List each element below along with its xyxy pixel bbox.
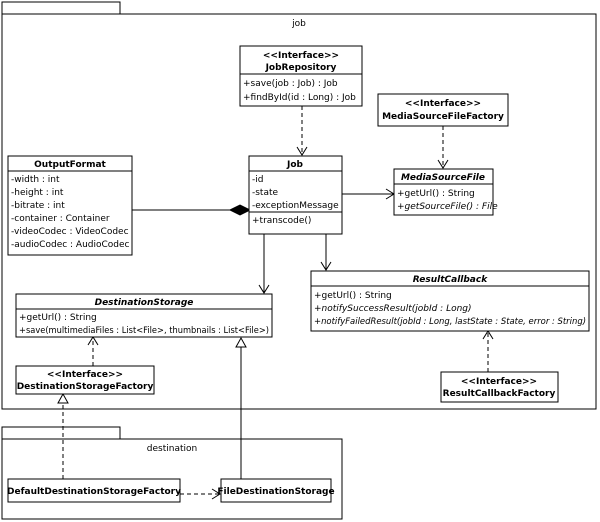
stereotype-label: <<Interface>> (263, 51, 339, 61)
package-destination-tab (1, 426, 121, 440)
stereotype-label: <<Interface>> (405, 99, 481, 109)
class-defaultdestinationstoragefactory-frame (7, 478, 181, 503)
class-mediasourcefilefactory-frame (377, 93, 509, 127)
method: +notifyFailedResult(jobId : Long, lastSt… (314, 317, 586, 327)
class-name: JobRepository (265, 63, 337, 73)
class-name: DestinationStorageFactory (17, 382, 154, 392)
class-name: ResultCallback (413, 275, 488, 285)
method: +findById(id : Long) : Job (243, 93, 356, 103)
class-defaultdestinationstoragefactory: DefaultDestinationStorageFactory (7, 478, 181, 503)
class-destinationstorage-frame (15, 293, 273, 338)
class-job-frame (248, 155, 343, 235)
class-mediasourcefilefactory: <<Interface>> MediaSourceFileFactory (377, 93, 509, 127)
class-destinationstorage: DestinationStorage +getUrl() : String +s… (15, 293, 273, 338)
stereotype-label: <<Interface>> (461, 377, 537, 387)
method: +getUrl() : String (314, 291, 392, 301)
stereotype-label: <<Interface>> (47, 370, 123, 380)
method: +transcode() (252, 216, 311, 226)
class-filedestinationstorage-frame (220, 478, 332, 503)
class-name: MediaSourceFile (401, 173, 485, 183)
class-filedestinationstorage: FileDestinationStorage (217, 478, 335, 503)
realization-triangle-destinationstorage (235, 336, 247, 348)
arrowhead-mediasourcefile-top (437, 159, 449, 169)
package-job-label: job (291, 19, 306, 29)
attribute: -height : int (11, 188, 64, 198)
arrowhead-destinationstorage-top (258, 284, 270, 294)
method: +save(multimediaFiles : List<File>, thum… (19, 326, 269, 336)
class-outputformat: OutputFormat -width : int -height : int … (7, 155, 133, 256)
attribute: -container : Container (11, 214, 110, 224)
realization-triangle-factory (57, 392, 69, 404)
class-jobrepository-frame (239, 45, 363, 107)
arrowhead-filedestinationstorage-left (211, 488, 221, 500)
attribute: -bitrate : int (11, 201, 65, 211)
arrowhead-job-top (296, 146, 308, 156)
attribute: -audioCodec : AudioCodec (11, 240, 130, 250)
class-resultcallbackfactory-frame (440, 371, 559, 403)
class-destinationstoragefactory-frame (15, 365, 155, 395)
attribute: -exceptionMessage (252, 201, 339, 211)
package-destination-label: destination (147, 444, 197, 454)
class-name: FileDestinationStorage (217, 487, 334, 497)
method: +getSourceFile() : File (397, 202, 498, 212)
class-name: DefaultDestinationStorageFactory (7, 487, 181, 497)
class-jobrepository: <<Interface>> JobRepository +save(job : … (239, 45, 363, 107)
attribute: -videoCodec : VideoCodec (11, 227, 129, 237)
class-job: Job -id -state -exceptionMessage +transc… (248, 155, 343, 235)
class-resultcallback-frame (310, 270, 590, 332)
class-name: MediaSourceFileFactory (382, 112, 504, 122)
class-mediasourcefile-frame (393, 168, 494, 216)
class-name: DestinationStorage (95, 298, 194, 308)
class-destinationstoragefactory: <<Interface>> DestinationStorageFactory (15, 365, 155, 395)
attribute: -state (252, 188, 279, 198)
package-destination: destination (1, 426, 343, 520)
arrowhead-resultcallback-top (320, 261, 332, 271)
class-resultcallbackfactory: <<Interface>> ResultCallbackFactory (440, 371, 559, 403)
class-mediasourcefile: MediaSourceFile +getUrl() : String +getS… (393, 168, 498, 216)
class-resultcallback: ResultCallback +getUrl() : String +notif… (310, 270, 590, 332)
class-name: ResultCallbackFactory (443, 389, 556, 399)
class-outputformat-frame (7, 155, 133, 256)
method: +getUrl() : String (19, 313, 97, 323)
package-job-tab (1, 1, 121, 15)
attribute: -width : int (11, 175, 60, 185)
method: +save(job : Job) : Job (243, 79, 338, 89)
relationships (57, 106, 494, 500)
method: +notifySuccessResult(jobId : Long) (314, 304, 472, 314)
class-name: Job (286, 160, 304, 170)
method: +getUrl() : String (397, 189, 475, 199)
class-name: OutputFormat (34, 160, 106, 170)
attribute: -id (252, 175, 263, 185)
